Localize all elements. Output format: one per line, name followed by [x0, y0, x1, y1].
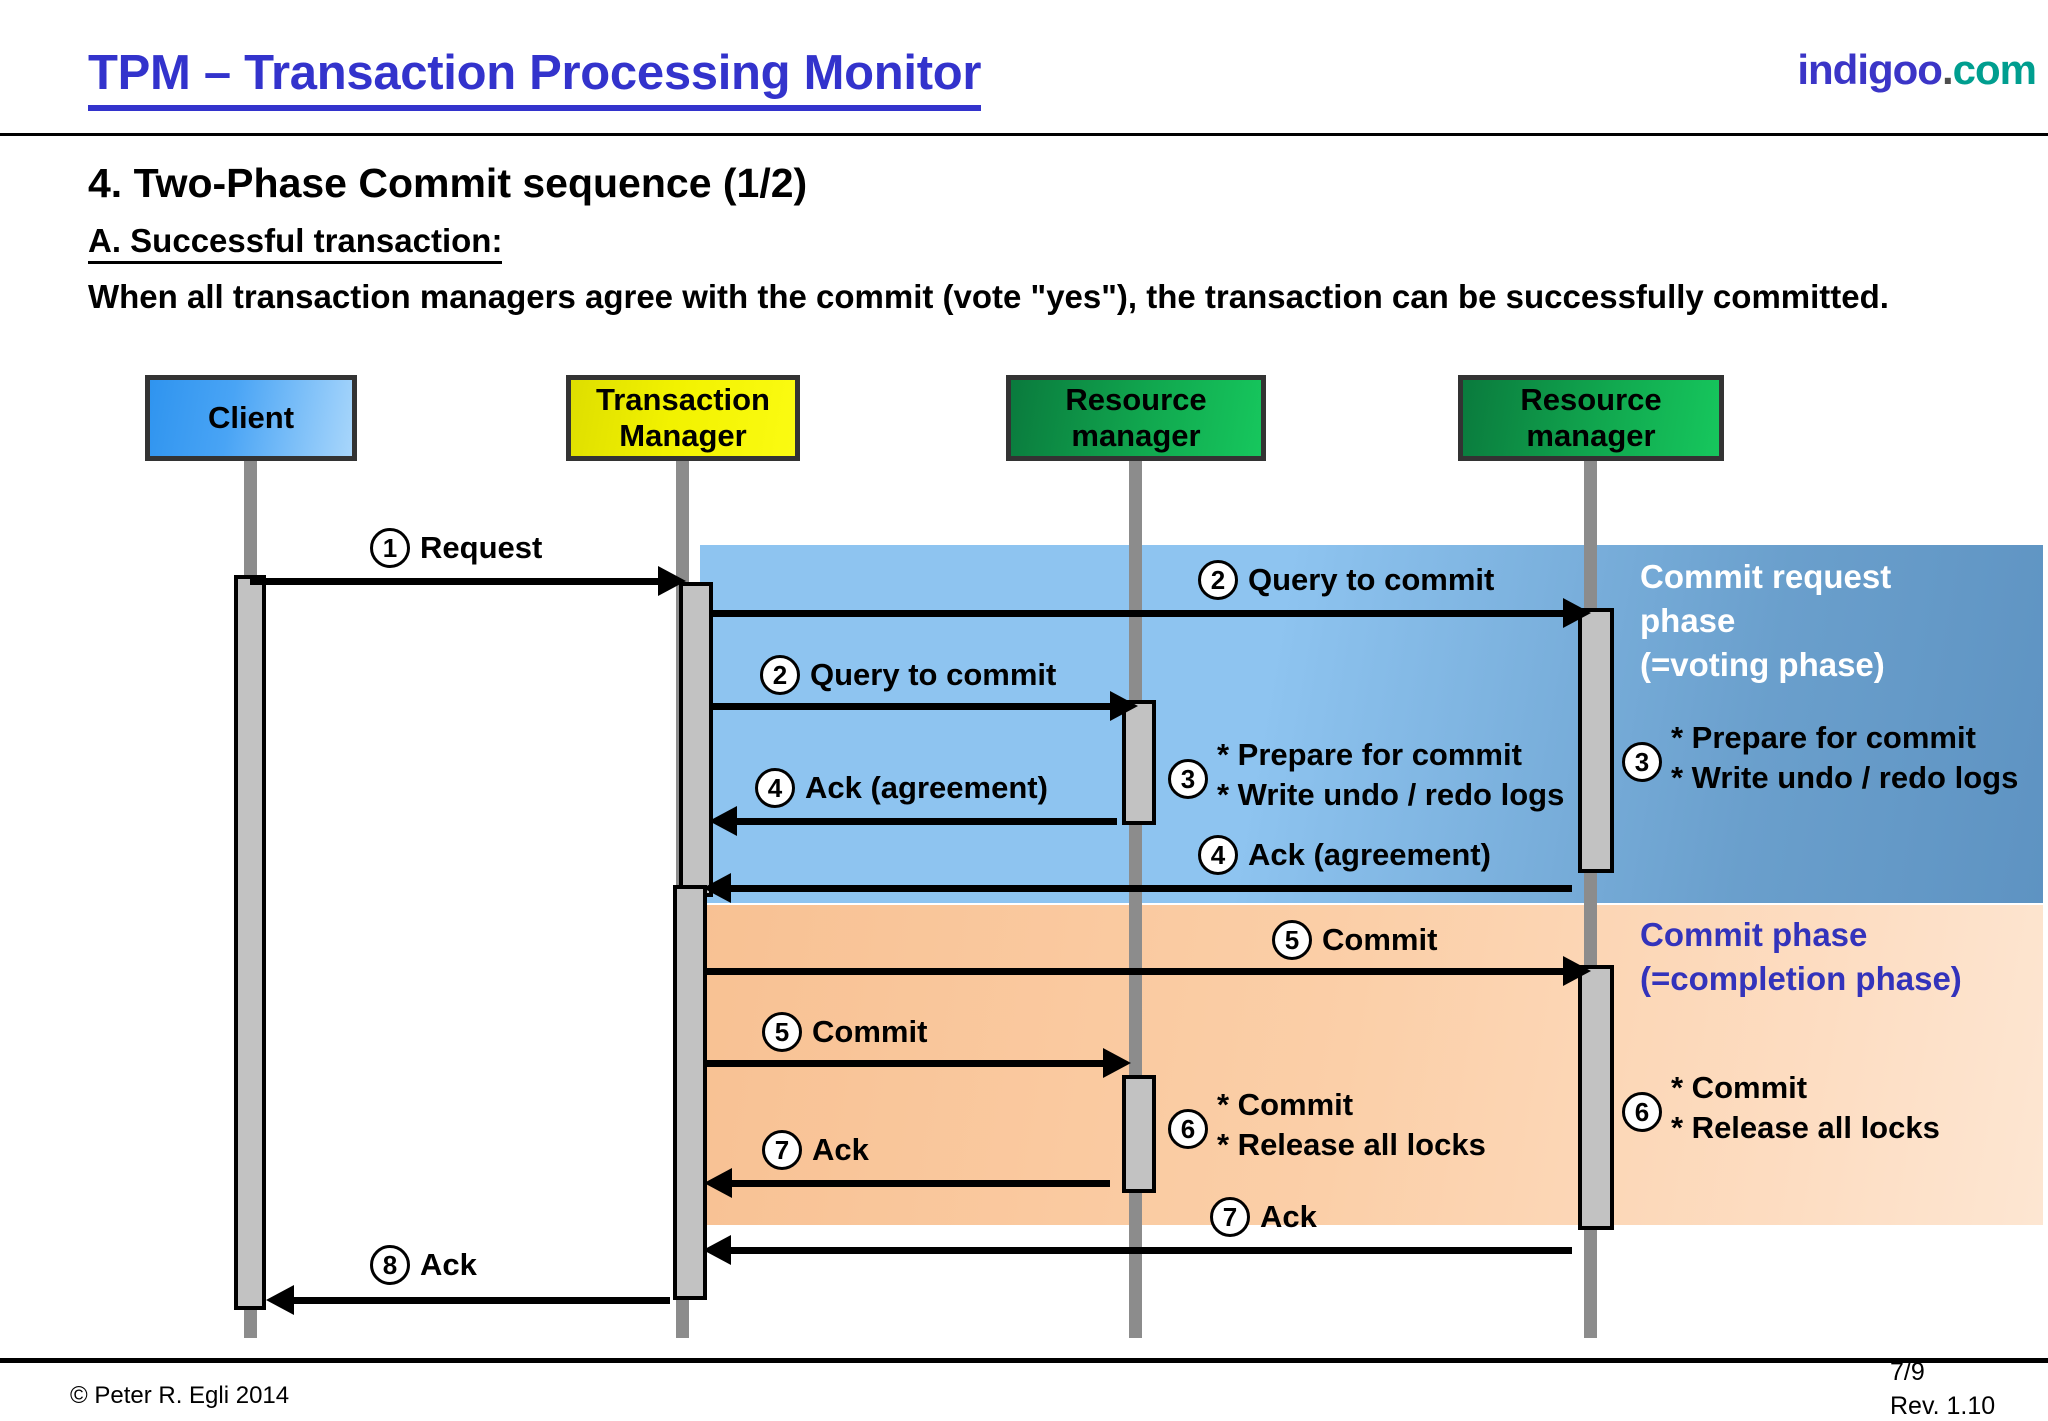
activation-bar-client — [234, 575, 266, 1310]
note-6-rm2-line2: * Release all locks — [1671, 1110, 1940, 1145]
slide-subtitle: A. Successful transaction: — [88, 222, 503, 264]
step-number-8: 8 — [370, 1245, 410, 1285]
activation-bar-rm2-commit — [1578, 965, 1614, 1230]
message-5-commit-rm2: 5 Commit — [1272, 920, 1437, 960]
participant-client[interactable]: Client — [145, 375, 357, 461]
arrow-ack-rm2 — [703, 1235, 1572, 1265]
lifeline-resource-manager-1 — [1129, 458, 1142, 1338]
note-6-rm1-line1: * Commit — [1217, 1087, 1354, 1122]
header-divider — [0, 133, 2048, 136]
page-header: TPM – Transaction Processing Monitor ind… — [0, 0, 2048, 136]
phase-commit-line1: Commit phase — [1640, 916, 1868, 953]
step-number-5-rm2: 5 — [1272, 920, 1312, 960]
message-4-label-rm1: Ack (agreement) — [805, 770, 1048, 805]
message-2-query-to-commit-rm2: 2 Query to commit — [1198, 560, 1494, 600]
phase-voting-line1: Commit request — [1640, 558, 1892, 595]
participant-transaction-manager[interactable]: Transaction Manager — [566, 375, 800, 461]
note-6-rm1-line2: * Release all locks — [1217, 1127, 1486, 1162]
step-number-4-rm2: 4 — [1198, 835, 1238, 875]
slide-title: 4. Two-Phase Commit sequence (1/2) — [88, 160, 808, 206]
message-8-label: Ack — [420, 1247, 477, 1282]
phase-label-commit: Commit phase (=completion phase) — [1640, 913, 1962, 1001]
message-2-query-to-commit-rm1: 2 Query to commit — [760, 655, 1056, 695]
step-number-3-rm2: 3 — [1622, 742, 1662, 782]
footer-divider — [0, 1358, 2048, 1363]
participant-resource-manager-1[interactable]: Resource manager — [1006, 375, 1266, 461]
brand-dot: . — [1941, 46, 1954, 93]
note-3-rm1-line1: * Prepare for commit — [1217, 737, 1522, 772]
arrow-ack-rm1 — [704, 1168, 1110, 1198]
step-number-6-rm2: 6 — [1622, 1092, 1662, 1132]
activation-bar-rm2-voting — [1578, 608, 1614, 873]
participant-resource-manager-2[interactable]: Resource manager — [1458, 375, 1724, 461]
note-3-rm2: 3 * Prepare for commit * Write undo / re… — [1622, 718, 2018, 798]
phase-voting-line2: phase — [1640, 602, 1736, 639]
phase-commit-line2: (=completion phase) — [1640, 960, 1962, 997]
arrow-ack-agreement-rm2 — [703, 873, 1572, 903]
participant-rm2-label-line2: manager — [1526, 418, 1656, 453]
step-number-6-rm1: 6 — [1168, 1109, 1208, 1149]
participant-rm2-label-line1: Resource — [1520, 382, 1662, 417]
arrow-ack-agreement-rm1 — [709, 806, 1117, 836]
note-3-rm2-line2: * Write undo / redo logs — [1671, 760, 2019, 795]
note-3-rm2-line1: * Prepare for commit — [1671, 720, 1976, 755]
message-5-label-rm2: Commit — [1322, 922, 1438, 957]
note-6-rm1: 6 * Commit * Release all locks — [1168, 1085, 1486, 1165]
message-7-label-rm2: Ack — [1260, 1199, 1317, 1234]
brand-tld: com — [1952, 46, 2037, 93]
step-number-1: 1 — [370, 528, 410, 568]
step-number-3-rm1: 3 — [1168, 759, 1208, 799]
page-number: 7/9 — [1890, 1358, 1925, 1386]
message-7-ack-rm2: 7 Ack — [1210, 1197, 1317, 1237]
arrow-query-to-commit-rm2 — [710, 598, 1591, 628]
message-2-label-rm1: Query to commit — [810, 657, 1057, 692]
activation-bar-tm-voting — [679, 582, 713, 897]
message-4-ack-agreement-rm1: 4 Ack (agreement) — [755, 768, 1048, 808]
arrow-commit-rm2 — [705, 956, 1591, 986]
message-7-label-rm1: Ack — [812, 1132, 869, 1167]
participant-rm1-label-line2: manager — [1071, 418, 1201, 453]
phase-label-voting: Commit request phase (=voting phase) — [1640, 555, 1891, 687]
activation-bar-rm1-commit — [1122, 1075, 1156, 1193]
step-number-2b: 2 — [760, 655, 800, 695]
participant-tm-label-line1: Transaction — [596, 382, 770, 417]
revision-label: Rev. 1.10 — [1890, 1392, 1996, 1420]
participant-rm1-label-line1: Resource — [1065, 382, 1207, 417]
message-2-label-rm2: Query to commit — [1248, 562, 1495, 597]
phase-band-voting — [700, 545, 2043, 903]
step-number-5-rm1: 5 — [762, 1012, 802, 1052]
brand-logo: indigoo.com — [1797, 46, 2037, 94]
arrow-commit-rm1 — [705, 1048, 1131, 1078]
participant-client-label: Client — [207, 400, 295, 435]
message-4-ack-agreement-rm2: 4 Ack (agreement) — [1198, 835, 1491, 875]
message-4-label-rm2: Ack (agreement) — [1248, 837, 1491, 872]
message-5-label-rm1: Commit — [812, 1014, 928, 1049]
note-3-rm1-line2: * Write undo / redo logs — [1217, 777, 1565, 812]
message-1-request: 1 Request — [370, 528, 542, 568]
arrow-ack-client — [266, 1285, 670, 1315]
message-5-commit-rm1: 5 Commit — [762, 1012, 927, 1052]
note-6-rm2: 6 * Commit * Release all locks — [1622, 1068, 1940, 1148]
slide-body-text: When all transaction managers agree with… — [88, 278, 1889, 315]
brand-name: indigoo — [1797, 46, 1943, 93]
step-number-7-rm1: 7 — [762, 1130, 802, 1170]
page-title: TPM – Transaction Processing Monitor — [88, 45, 981, 111]
arrow-request — [250, 566, 686, 596]
message-7-ack-rm1: 7 Ack — [762, 1130, 869, 1170]
message-1-label: Request — [420, 530, 543, 565]
activation-bar-tm-commit — [673, 885, 707, 1300]
note-3-rm1: 3 * Prepare for commit * Write undo / re… — [1168, 735, 1564, 815]
copyright-text: © Peter R. Egli 2014 — [70, 1382, 290, 1409]
step-number-7-rm2: 7 — [1210, 1197, 1250, 1237]
note-6-rm2-line1: * Commit — [1671, 1070, 1808, 1105]
phase-voting-line3: (=voting phase) — [1640, 646, 1885, 683]
participant-tm-label-line2: Manager — [619, 418, 747, 453]
message-8-ack-client: 8 Ack — [370, 1245, 477, 1285]
step-number-2: 2 — [1198, 560, 1238, 600]
arrow-query-to-commit-rm1 — [710, 691, 1138, 721]
step-number-4-rm1: 4 — [755, 768, 795, 808]
